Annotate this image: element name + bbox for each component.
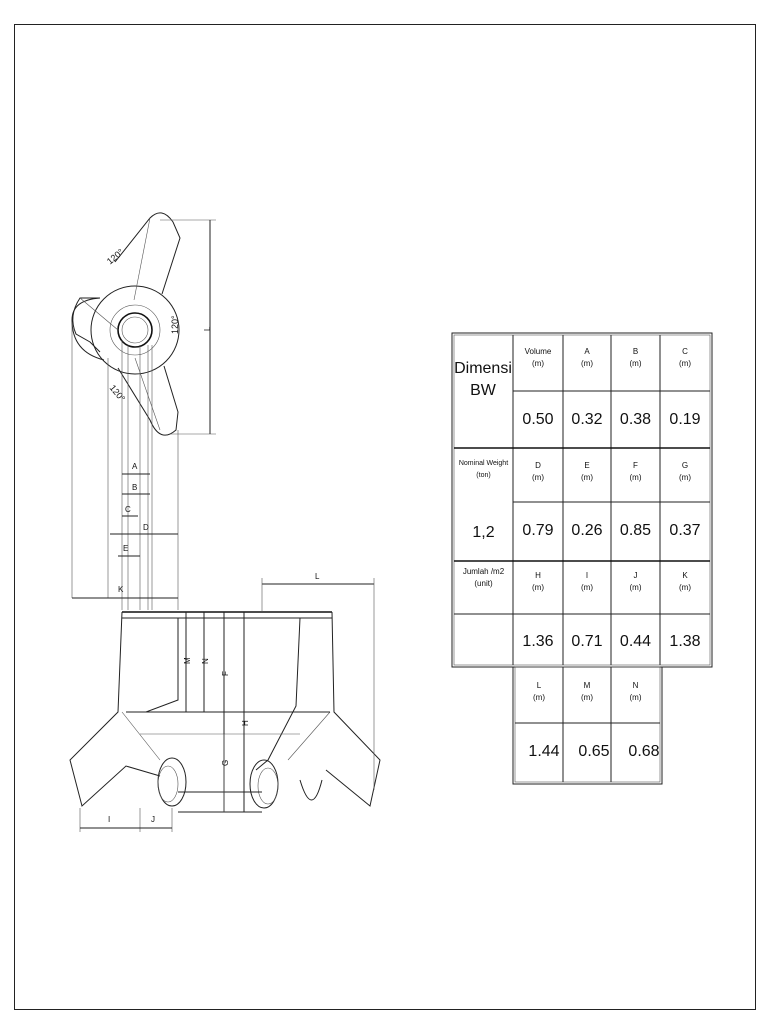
header-m-unit: (m) xyxy=(581,693,593,702)
jumlah-header: Jumlah /m2 (unit) xyxy=(454,566,513,590)
header-a-label: A xyxy=(584,347,590,356)
header-b-unit: (m) xyxy=(629,359,642,368)
jumlah-unit: (unit) xyxy=(474,579,493,588)
header-c: C (m) xyxy=(660,338,710,370)
value-n: 0.68 xyxy=(628,743,660,760)
header-l: L (m) xyxy=(515,672,563,704)
value-h: 1.36 xyxy=(522,633,554,650)
header-l-unit: (m) xyxy=(533,693,545,702)
dim-label-d: D xyxy=(143,523,149,532)
dim-label-e: E xyxy=(123,544,128,553)
value-a: 0.32 xyxy=(571,411,603,428)
header-h: H (m) xyxy=(513,562,563,594)
header-b-label: B xyxy=(632,347,639,356)
value-i: 0.71 xyxy=(571,633,603,650)
header-g-unit: (m) xyxy=(679,473,691,482)
value-d: 0.79 xyxy=(522,522,554,539)
value-k: 1.38 xyxy=(669,633,701,650)
header-i: I (m) xyxy=(563,562,611,594)
value-b: 0.38 xyxy=(619,411,652,428)
header-i-unit: (m) xyxy=(581,583,593,592)
header-volume: Volume (m) xyxy=(513,338,563,370)
dim-label-j: J xyxy=(151,815,155,824)
drawing-sheet-border xyxy=(14,24,756,1010)
header-f-unit: (m) xyxy=(629,473,642,482)
dim-label-l-top: L xyxy=(203,326,212,331)
dim-label-h: H xyxy=(241,720,250,726)
value-c: 0.19 xyxy=(669,411,701,428)
value-m: 0.65 xyxy=(578,743,610,760)
header-f: F (m) xyxy=(611,452,660,484)
dim-label-n: N xyxy=(201,658,210,664)
dim-label-a: A xyxy=(132,462,138,471)
header-e: E (m) xyxy=(563,452,611,484)
header-k-label: K xyxy=(682,571,688,580)
header-h-label: H xyxy=(535,571,541,580)
tetrapod-top-view: L 120° 120° 120° xyxy=(71,212,216,436)
dimension-lines-left: A B C D E K xyxy=(72,462,178,599)
header-d: D (m) xyxy=(513,452,563,484)
nominal-weight-unit: (ton) xyxy=(476,472,491,479)
header-k: K (m) xyxy=(660,562,710,594)
value-volume: 0.50 xyxy=(522,411,554,428)
table-title-line1: Dimensi xyxy=(454,360,512,377)
header-g-label: G xyxy=(681,461,689,470)
header-c-label: C xyxy=(682,347,688,356)
header-n: N (m) xyxy=(611,672,660,704)
angle-label-120-bottom: 120° xyxy=(108,383,128,404)
header-d-unit: (m) xyxy=(532,473,544,482)
header-i-label: I xyxy=(585,571,589,580)
dim-label-m: M xyxy=(183,657,192,664)
header-volume-label: Volume xyxy=(524,347,552,356)
nominal-weight-value: 1,2 xyxy=(472,524,495,541)
dim-label-f: F xyxy=(221,671,230,676)
header-f-label: F xyxy=(633,461,638,470)
dim-label-b: B xyxy=(132,483,137,492)
header-h-unit: (m) xyxy=(532,583,544,592)
header-a-unit: (m) xyxy=(581,359,593,368)
dim-label-c: C xyxy=(125,505,131,514)
header-n-label: N xyxy=(632,681,639,690)
value-j: 0.44 xyxy=(619,633,652,650)
header-l-label: L xyxy=(536,681,542,690)
value-g: 0.37 xyxy=(669,522,701,539)
nominal-weight-header: Nominal Weight (ton) xyxy=(454,458,513,482)
jumlah-label: Jumlah /m2 xyxy=(462,567,505,576)
header-j-label: J xyxy=(633,571,638,580)
header-m-label: M xyxy=(583,681,591,690)
dim-label-i: I xyxy=(108,815,110,824)
dim-label-l-side: L xyxy=(315,572,320,581)
table-title: Dimensi BW xyxy=(454,358,512,402)
header-g: G (m) xyxy=(660,452,710,484)
header-n-unit: (m) xyxy=(629,693,642,702)
header-d-label: D xyxy=(535,461,541,470)
value-l: 1.44 xyxy=(528,743,560,760)
header-e-label: E xyxy=(584,461,590,470)
header-volume-unit: (m) xyxy=(532,359,544,368)
header-k-unit: (m) xyxy=(679,583,691,592)
header-b: B (m) xyxy=(611,338,660,370)
header-m: M (m) xyxy=(563,672,611,704)
header-a: A (m) xyxy=(563,338,611,370)
angle-label-120-right: 120° xyxy=(170,315,180,334)
nominal-weight-label: Nominal Weight xyxy=(458,460,509,467)
header-j: J (m) xyxy=(611,562,660,594)
dimension-table-grid xyxy=(451,332,713,785)
value-e: 0.26 xyxy=(571,522,603,539)
dim-label-k: K xyxy=(118,585,124,594)
tetrapod-side-view: M N F H G L I J xyxy=(69,572,381,832)
dim-label-g: G xyxy=(221,760,230,766)
header-j-unit: (m) xyxy=(629,583,642,592)
header-e-unit: (m) xyxy=(581,473,593,482)
projection-lines xyxy=(71,322,179,610)
header-c-unit: (m) xyxy=(679,359,691,368)
value-f: 0.85 xyxy=(619,522,652,539)
table-title-line2: BW xyxy=(470,382,496,399)
angle-label-120-top: 120° xyxy=(105,247,126,267)
